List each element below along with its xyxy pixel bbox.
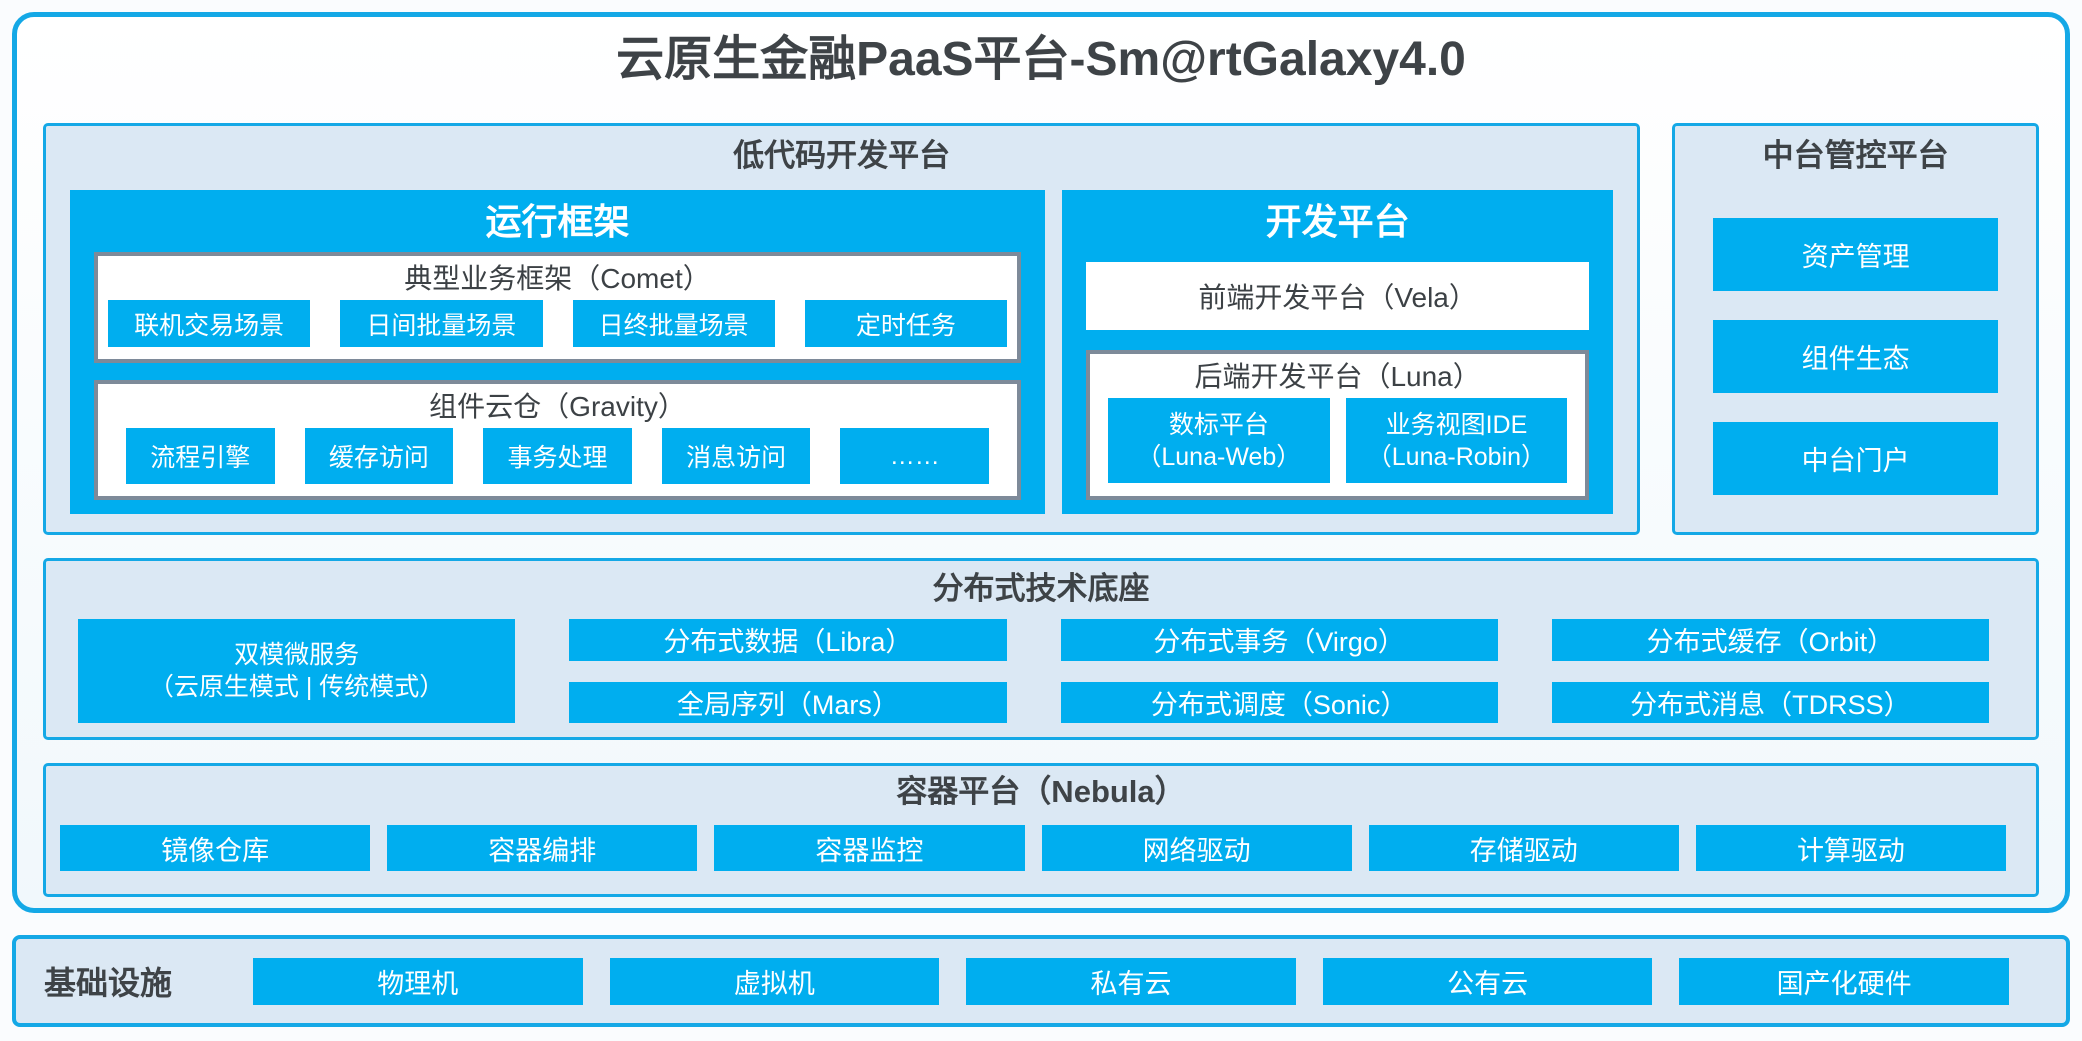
chip-luna-web-line2: （Luna-Web） [1136,442,1302,471]
chip-mid-platform-portal: 中台门户 [1713,422,1998,495]
luna-title: 后端开发平台（Luna） [1194,361,1481,392]
chip-storage-driver: 存储驱动 [1368,825,1679,871]
lowcode-platform-body: 运行框架 典型业务框架（Comet） 联机交易场景 日间批量场景 日终批量场景 … [46,176,1637,534]
chip-luna-robin-line1: 业务视图IDE [1385,410,1528,439]
chip-dual-mode-microservice: 双模微服务 （云原生模式 | 传统模式） [78,619,516,723]
chip-physical-machine: 物理机 [253,957,583,1005]
chip-image-registry: 镜像仓库 [60,825,371,871]
chip-asset-management: 资产管理 [1713,218,1998,291]
luna-chip-row: 数标平台 （Luna-Web） 业务视图IDE （Luna-Robin） [1108,398,1568,483]
comet-chip-row: 联机交易场景 日间批量场景 日终批量场景 定时任务 [108,300,1008,347]
infrastructure-title: 基础设施 [44,965,173,1001]
chip-component-ecosystem: 组件生态 [1713,320,1998,393]
chip-global-sequence-mars: 全局序列（Mars） [569,681,1007,723]
mid-platform-title: 中台管控平台 [1762,138,1949,173]
chip-distributed-cache-orbit: 分布式缓存（Orbit） [1551,619,1989,661]
mid-platform-panel: 中台管控平台 资产管理 组件生态 中台门户 [1672,123,2039,535]
chip-distributed-transaction-virgo: 分布式事务（Virgo） [1060,619,1498,661]
dev-platform-panel: 开发平台 前端开发平台（Vela） 后端开发平台（Luna） 数标平台 （Lun… [1062,190,1614,514]
container-platform-title: 容器平台（Nebula） [896,774,1186,809]
top-row: 低代码开发平台 运行框架 典型业务框架（Comet） 联机交易场景 日间批量场景… [43,123,2039,535]
chip-compute-driver: 计算驱动 [1695,825,2007,871]
chip-network-driver: 网络驱动 [1041,825,1352,871]
chip-private-cloud: 私有云 [966,957,1296,1005]
chip-message-access: 消息访问 [661,428,811,484]
chip-process-engine: 流程引擎 [126,428,275,484]
chip-public-cloud: 公有云 [1322,957,1653,1005]
lowcode-platform-title: 低代码开发平台 [733,138,951,173]
distributed-base-panel: 分布式技术底座 双模微服务 （云原生模式 | 传统模式） 分布式数据（Libra… [43,558,2039,740]
mid-platform-boxes: 资产管理 组件生态 中台门户 [1675,218,2036,495]
container-platform-panel: 容器平台（Nebula） 镜像仓库 容器编排 容器监控 网络驱动 存储驱动 计算… [43,763,2039,897]
distributed-base-title: 分布式技术底座 [932,571,1150,606]
gravity-warehouse-box: 组件云仓（Gravity） 流程引擎 缓存访问 事务处理 消息访问 …… [94,380,1022,500]
chip-distributed-data-libra: 分布式数据（Libra） [569,619,1007,661]
dual-mode-line1: 双模微服务 [234,641,360,669]
comet-title: 典型业务框架（Comet） [404,263,711,294]
chip-luna-web: 数标平台 （Luna-Web） [1108,398,1330,483]
chip-ellipsis: …… [840,428,990,484]
chip-distributed-scheduling-sonic: 分布式调度（Sonic） [1060,681,1498,723]
chip-transaction-processing: 事务处理 [483,428,632,484]
chip-container-orchestration: 容器编排 [387,825,698,871]
gravity-chip-row: 流程引擎 缓存访问 事务处理 消息访问 …… [126,428,990,484]
chip-online-trade: 联机交易场景 [108,300,311,347]
platform-frame: 云原生金融PaaS平台-Sm@rtGalaxy4.0 低代码开发平台 运行框架 … [12,12,2070,913]
comet-framework-box: 典型业务框架（Comet） 联机交易场景 日间批量场景 日终批量场景 定时任务 [94,252,1022,363]
chip-luna-robin-line2: （Luna-Robin） [1366,442,1547,471]
dual-mode-line2: （云原生模式 | 传统模式） [148,673,445,701]
container-chip-row: 镜像仓库 容器编排 容器监控 网络驱动 存储驱动 计算驱动 [60,825,2007,871]
chip-daytime-batch: 日间批量场景 [340,300,543,347]
runtime-framework-panel: 运行框架 典型业务框架（Comet） 联机交易场景 日间批量场景 日终批量场景 … [70,190,1046,514]
page-title: 云原生金融PaaS平台-Sm@rtGalaxy4.0 [616,33,1466,86]
chip-distributed-message-tdrss: 分布式消息（TDRSS） [1551,681,1989,723]
runtime-framework-title: 运行框架 [485,201,630,242]
chip-container-monitoring: 容器监控 [714,825,1025,871]
dev-platform-title: 开发平台 [1265,201,1410,242]
chip-luna-web-line1: 数标平台 [1168,410,1269,439]
infrastructure-strip: 基础设施 物理机 虚拟机 私有云 公有云 国产化硬件 [12,935,2070,1027]
gravity-title: 组件云仓（Gravity） [429,391,686,422]
vela-frontend-box: 前端开发平台（Vela） [1086,262,1590,330]
chip-cache-access: 缓存访问 [304,428,454,484]
chip-domestic-hardware: 国产化硬件 [1679,957,2009,1005]
distributed-grid: 双模微服务 （云原生模式 | 传统模式） 分布式数据（Libra） 分布式事务（… [78,619,1989,723]
chip-eod-batch: 日终批量场景 [572,300,775,347]
luna-backend-box: 后端开发平台（Luna） 数标平台 （Luna-Web） 业务视图IDE （Lu… [1086,350,1590,500]
chip-virtual-machine: 虚拟机 [609,957,940,1005]
chip-scheduled-task: 定时任务 [804,300,1008,347]
lowcode-platform-panel: 低代码开发平台 运行框架 典型业务框架（Comet） 联机交易场景 日间批量场景… [43,123,1641,535]
chip-luna-robin: 业务视图IDE （Luna-Robin） [1345,398,1568,483]
